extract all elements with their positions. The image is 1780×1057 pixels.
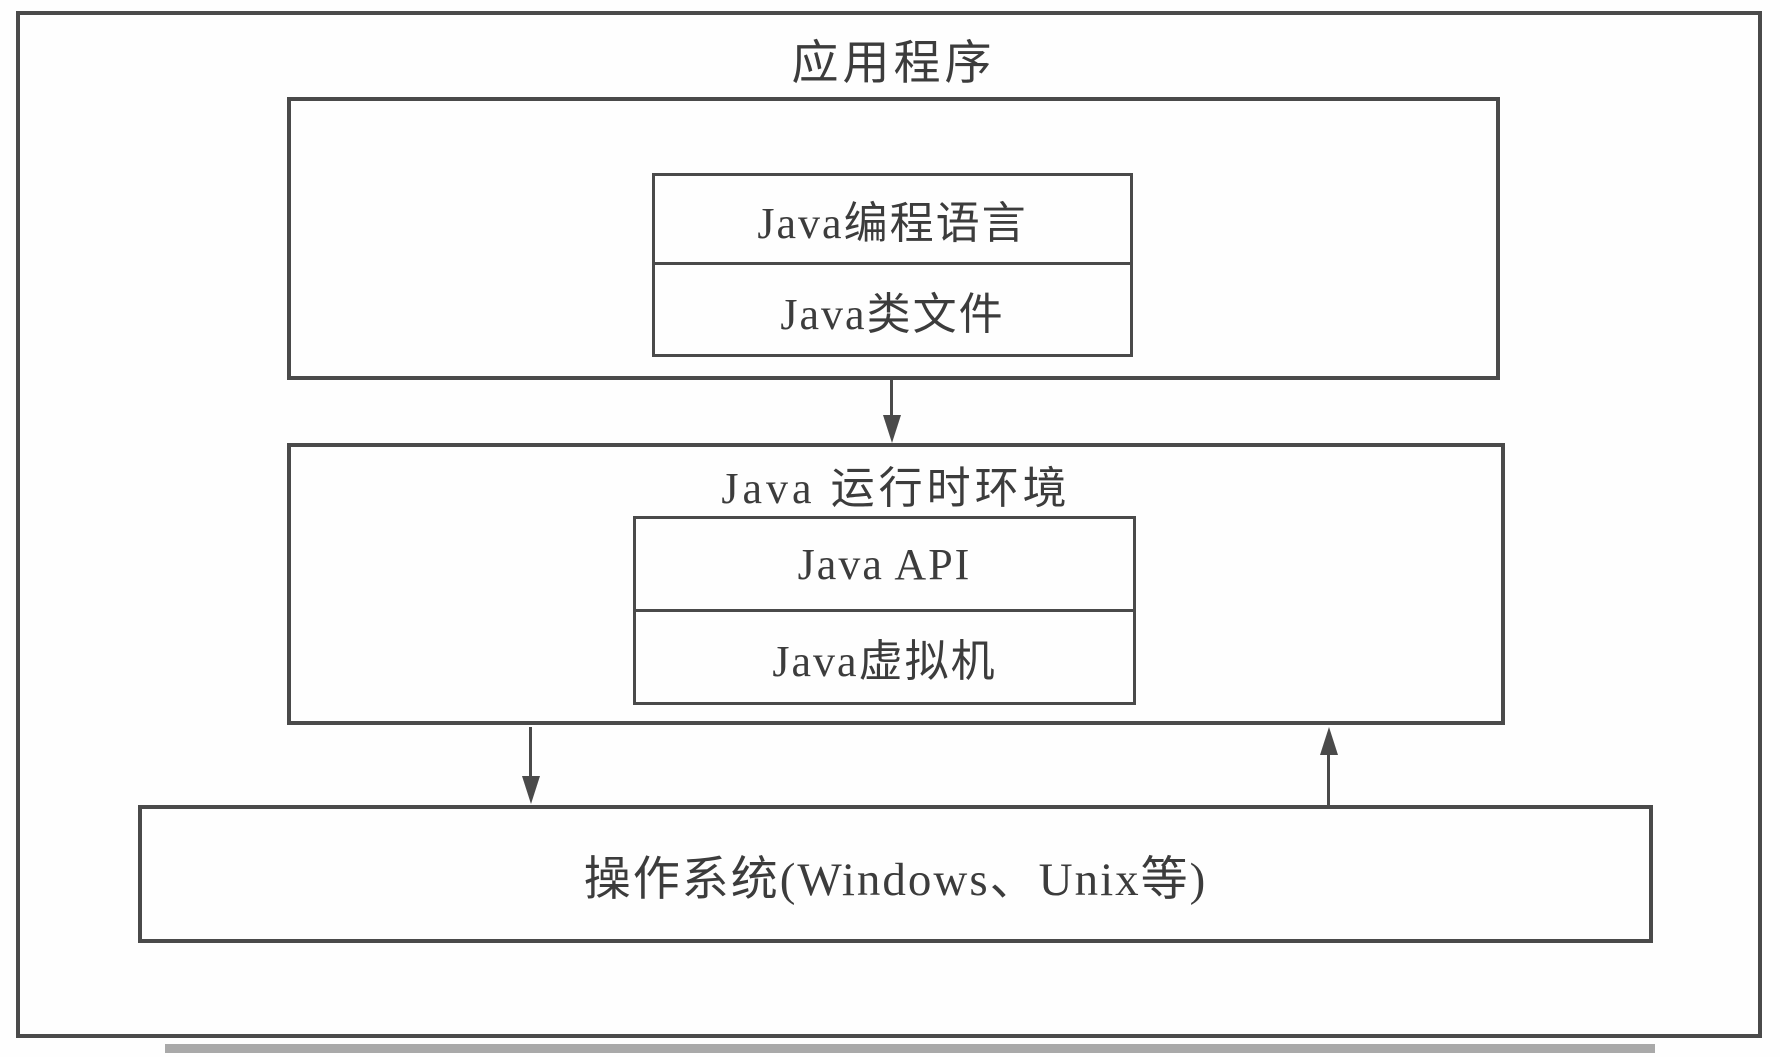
jre-title: Java 运行时环境 bbox=[721, 464, 1071, 513]
java-language-box: Java编程语言 bbox=[652, 173, 1133, 265]
scan-artifact-bar bbox=[165, 1044, 1655, 1053]
application-title: 应用程序 bbox=[791, 38, 996, 90]
java-api-box: Java API bbox=[633, 516, 1136, 612]
arrow-down-icon bbox=[522, 776, 540, 804]
os-label: 操作系统(Windows、Unix等) bbox=[583, 853, 1208, 906]
arrow-app-to-jre-line bbox=[890, 380, 893, 418]
arrow-os-to-jre-line bbox=[1327, 752, 1330, 805]
arrow-up-icon bbox=[1320, 727, 1338, 755]
jvm-label: Java虚拟机 bbox=[772, 637, 997, 686]
java-api-label: Java API bbox=[797, 539, 972, 589]
arrow-down-icon bbox=[883, 415, 901, 443]
java-classfile-label: Java类文件 bbox=[780, 289, 1005, 339]
os-box: 操作系统(Windows、Unix等) bbox=[138, 805, 1653, 943]
java-language-label: Java编程语言 bbox=[757, 199, 1028, 248]
jvm-box: Java虚拟机 bbox=[633, 609, 1136, 705]
arrow-jre-to-os-line bbox=[529, 727, 532, 779]
java-classfile-box: Java类文件 bbox=[652, 262, 1133, 357]
